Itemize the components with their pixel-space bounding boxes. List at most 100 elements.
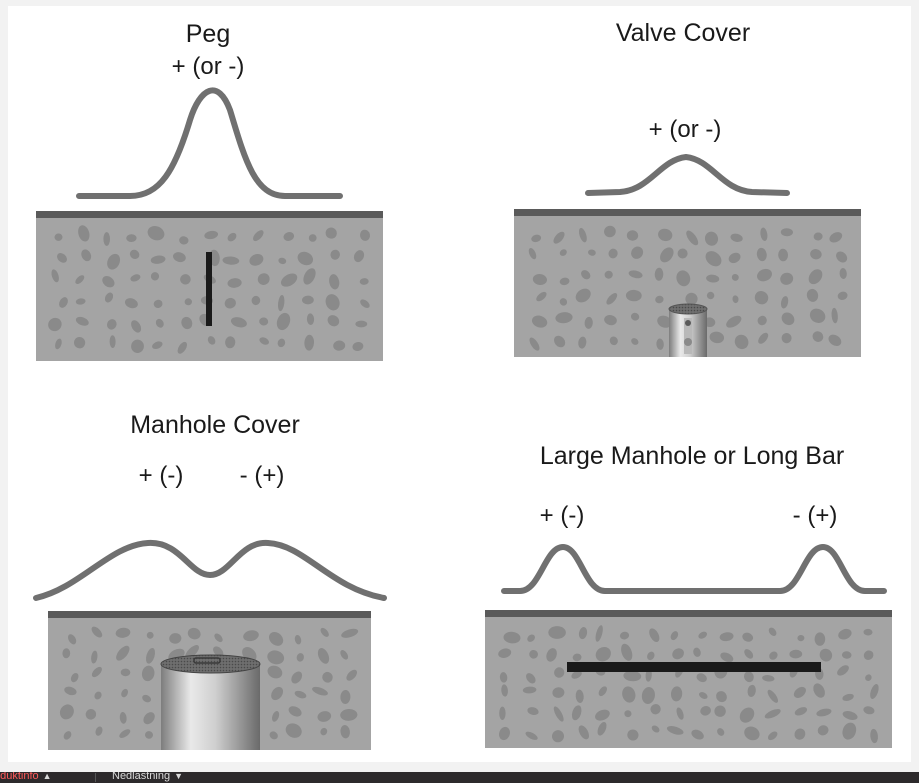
stone bbox=[333, 340, 346, 351]
download-item-1-label: oduktinfo bbox=[0, 772, 39, 782]
manhole-signal-curve bbox=[33, 539, 387, 601]
valve-surface-line bbox=[514, 209, 861, 216]
stone bbox=[672, 648, 684, 660]
manhole-buried-object bbox=[160, 654, 261, 750]
stone bbox=[699, 692, 708, 699]
stone bbox=[757, 268, 772, 282]
stone bbox=[280, 273, 298, 287]
stone bbox=[104, 292, 114, 303]
manhole-signal-left: + (-) bbox=[138, 462, 184, 489]
stone bbox=[794, 707, 808, 716]
stone bbox=[102, 275, 115, 288]
stone bbox=[352, 341, 364, 352]
stone bbox=[121, 688, 128, 698]
download-item-2[interactable]: Nedlastning▼ bbox=[112, 772, 183, 783]
valve-cover-panel bbox=[514, 154, 861, 357]
stone bbox=[768, 627, 777, 636]
stone bbox=[147, 226, 165, 241]
stone bbox=[623, 670, 642, 682]
stone bbox=[78, 225, 90, 242]
stone bbox=[55, 338, 62, 350]
stone bbox=[320, 627, 329, 637]
stone bbox=[604, 315, 617, 326]
stone bbox=[185, 645, 199, 659]
stone bbox=[63, 731, 72, 740]
stone bbox=[744, 726, 760, 741]
stone bbox=[837, 291, 848, 300]
stone bbox=[536, 291, 547, 302]
stone bbox=[115, 627, 131, 638]
chevron-up-icon[interactable]: ▲ bbox=[42, 772, 52, 781]
stone bbox=[277, 295, 285, 312]
stone bbox=[797, 634, 805, 642]
stone bbox=[288, 706, 302, 717]
stone bbox=[59, 704, 74, 720]
stone bbox=[559, 277, 570, 286]
stone bbox=[581, 270, 591, 280]
long-bar-panel bbox=[485, 544, 892, 748]
stone bbox=[870, 728, 878, 744]
stone bbox=[666, 726, 684, 735]
stone bbox=[747, 684, 756, 697]
stone bbox=[131, 339, 144, 353]
valve-stones bbox=[528, 225, 848, 351]
stone bbox=[696, 673, 707, 683]
large-manhole-signal-left: + (-) bbox=[539, 502, 585, 529]
stone bbox=[625, 289, 642, 302]
stone bbox=[604, 225, 616, 238]
stone bbox=[303, 268, 316, 285]
stone bbox=[312, 686, 328, 696]
stone bbox=[863, 650, 874, 660]
stone bbox=[271, 686, 284, 701]
stone bbox=[810, 249, 822, 260]
stone bbox=[150, 272, 160, 281]
stone bbox=[647, 651, 655, 661]
stone bbox=[253, 230, 264, 242]
download-item-1[interactable]: oduktinfo▲ bbox=[0, 772, 52, 783]
stone bbox=[780, 272, 794, 285]
stone bbox=[59, 297, 68, 308]
stone bbox=[131, 320, 142, 333]
stone bbox=[48, 317, 62, 332]
stone bbox=[278, 257, 287, 265]
stone bbox=[649, 628, 660, 643]
download-item-2-label: Nedlastning bbox=[112, 772, 171, 782]
stone bbox=[224, 297, 236, 309]
stone bbox=[621, 643, 633, 661]
stone bbox=[291, 671, 303, 684]
stone bbox=[225, 336, 236, 349]
stone bbox=[691, 729, 704, 740]
valve-cover-signal-label: + (or -) bbox=[648, 116, 722, 143]
stone bbox=[608, 248, 618, 259]
large-manhole-title: Large Manhole or Long Bar bbox=[539, 442, 845, 470]
peg-title: Peg bbox=[185, 20, 231, 48]
stone bbox=[604, 270, 613, 279]
stone bbox=[677, 248, 688, 259]
valve-cover-title: Valve Cover bbox=[615, 19, 751, 47]
stone bbox=[624, 710, 632, 718]
stone bbox=[609, 336, 618, 346]
stone bbox=[152, 341, 163, 349]
stone bbox=[764, 709, 781, 719]
stone bbox=[340, 690, 351, 704]
stone bbox=[780, 228, 793, 237]
stone bbox=[812, 331, 824, 342]
stone bbox=[51, 269, 59, 283]
stone bbox=[181, 316, 193, 330]
stone bbox=[73, 337, 86, 349]
stone bbox=[141, 665, 155, 682]
stone bbox=[297, 251, 314, 266]
stone bbox=[584, 316, 593, 329]
stone bbox=[842, 711, 858, 720]
stone bbox=[578, 725, 590, 740]
stone bbox=[272, 711, 280, 722]
stone bbox=[551, 730, 565, 743]
stone bbox=[813, 683, 825, 698]
chevron-down-icon[interactable]: ▼ bbox=[174, 772, 184, 781]
stone bbox=[719, 632, 734, 642]
stone bbox=[81, 249, 92, 262]
stone bbox=[706, 274, 720, 283]
stone bbox=[145, 731, 153, 739]
stone bbox=[685, 292, 698, 306]
